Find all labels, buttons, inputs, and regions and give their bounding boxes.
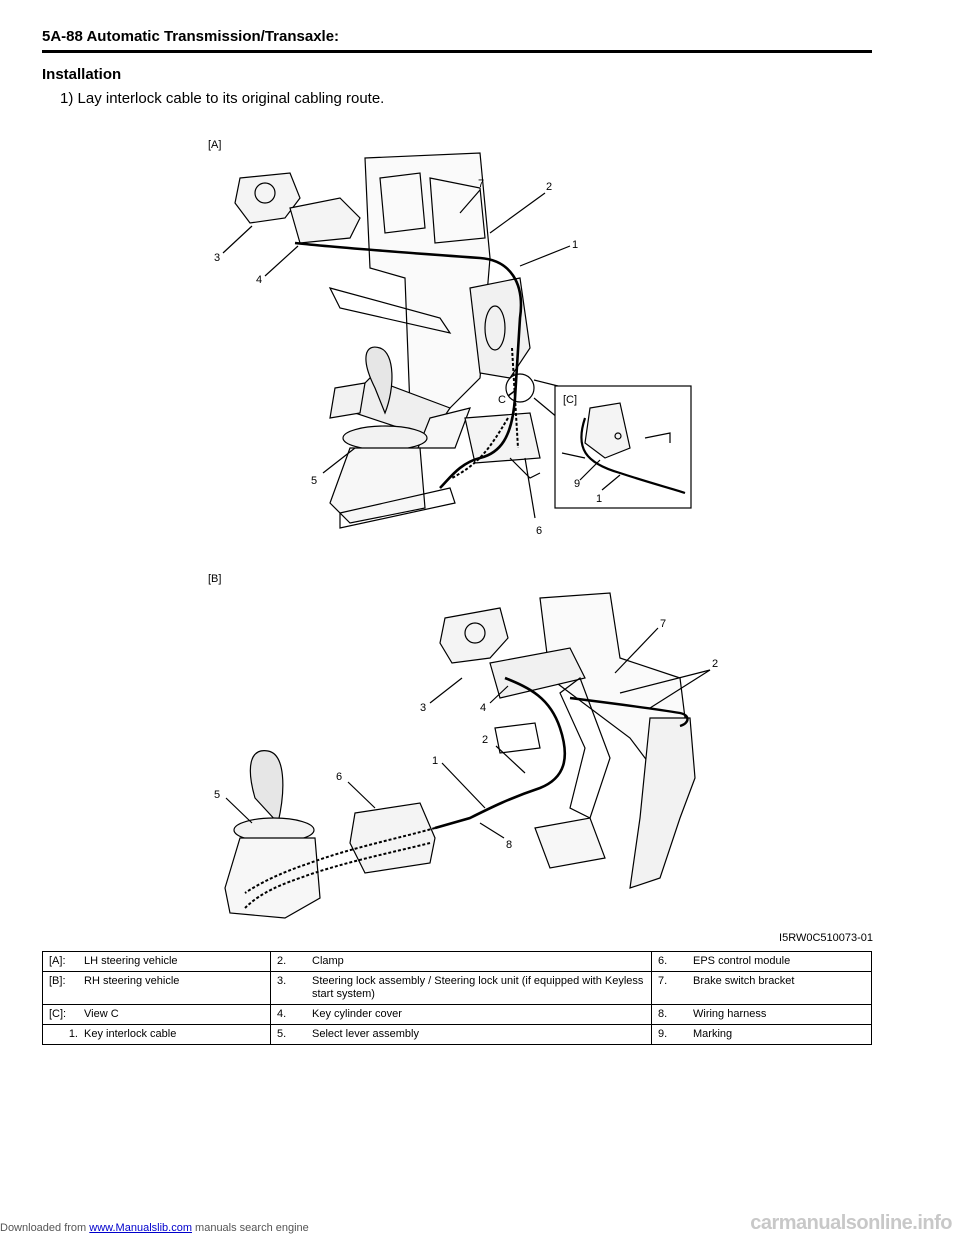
legend-key: [C]: xyxy=(49,1008,67,1020)
legend-key: 7. xyxy=(658,975,668,987)
legend-text: RH steering vehicle xyxy=(84,975,180,987)
legend-row: [C]: View C 4. Key cylinder cover 8. Wiring… xyxy=(42,1004,872,1025)
legend-key: 4. xyxy=(277,1008,287,1020)
legend-key: 5. xyxy=(277,1028,287,1040)
legend-row: 1. Key interlock cable 5. Select lever ass… xyxy=(42,1024,872,1045)
legend-key: [A]: xyxy=(49,955,66,967)
legend-text: Key interlock cable xyxy=(84,1028,177,1040)
legend-row: [B]: RH steering vehicle 3. Steering lock … xyxy=(42,971,872,1005)
callout-a-7: 7 xyxy=(478,178,484,190)
legend-text: Clamp xyxy=(312,955,344,967)
callout-b-2a: 2 xyxy=(712,658,718,670)
page-header: 5A-88 Automatic Transmission/Transaxle: xyxy=(42,28,340,45)
callout-b-2b: 2 xyxy=(482,734,488,746)
callout-b-6: 6 xyxy=(336,771,342,783)
section-title: Installation xyxy=(42,66,122,83)
legend-text: Brake switch bracket xyxy=(693,975,795,987)
legend-key: 3. xyxy=(277,975,287,987)
legend-key: 1. xyxy=(68,1028,78,1040)
view-c-label: [C] xyxy=(563,394,577,406)
manualslib-link[interactable]: www.Manualslib.com xyxy=(89,1222,192,1234)
callout-b-3: 3 xyxy=(420,702,426,714)
legend-text: Key cylinder cover xyxy=(312,1008,402,1020)
callout-a-2: 2 xyxy=(546,181,552,193)
legend-key: 9. xyxy=(658,1028,668,1040)
footer-suffix: manuals search engine xyxy=(191,1222,309,1234)
legend-key: 6. xyxy=(658,955,668,967)
legend-text: Select lever assembly xyxy=(312,1028,419,1040)
callout-a-6: 6 xyxy=(536,525,542,537)
callout-b-8: 8 xyxy=(506,839,512,851)
callout-a-1b: 1 xyxy=(596,493,602,505)
header-rule xyxy=(42,50,872,53)
callout-b-1: 1 xyxy=(432,755,438,767)
legend-row: [A]: LH steering vehicle 2. Clamp 6. EPS co… xyxy=(42,951,872,972)
installation-figure: [A] xyxy=(190,118,880,948)
legend-key: 2. xyxy=(277,955,287,967)
legend-text: Marking xyxy=(693,1028,733,1040)
callout-a-1: 1 xyxy=(572,239,578,251)
footer: Downloaded from www.Manualslib.com manua… xyxy=(0,1222,309,1234)
callout-a-3: 3 xyxy=(214,252,220,264)
step-1: 1) Lay interlock cable to its original c… xyxy=(60,90,385,107)
view-b-drawing xyxy=(224,592,696,919)
callout-a-5: 5 xyxy=(311,475,317,487)
callout-b-4: 4 xyxy=(480,702,486,714)
legend-text: Wiring harness xyxy=(693,1008,767,1020)
view-a-label: [A] xyxy=(208,139,221,151)
legend-table: [A]: LH steering vehicle 2. Clamp 6. EPS co… xyxy=(42,951,872,1045)
callout-a-9: 9 xyxy=(574,478,580,490)
view-b-label: [B] xyxy=(208,573,221,585)
legend-key: [B]: xyxy=(49,975,66,987)
callout-a-4: 4 xyxy=(256,274,262,286)
legend-text: Steering lock assembly / Steering lock u… xyxy=(312,975,644,1000)
view-a-drawing: C xyxy=(234,152,692,529)
legend-text: View C xyxy=(84,1008,119,1020)
figure-id: I5RW0C510073-01 xyxy=(779,932,873,944)
legend-text: EPS control module xyxy=(693,955,791,967)
legend-key: 8. xyxy=(658,1008,668,1020)
view-c-arrow-label: C xyxy=(498,394,506,406)
watermark: carmanualsonline.info xyxy=(750,1212,952,1234)
callout-b-7: 7 xyxy=(660,618,666,630)
legend-text: LH steering vehicle xyxy=(84,955,178,967)
footer-prefix: Downloaded from xyxy=(0,1222,90,1234)
callout-b-5: 5 xyxy=(214,789,220,801)
